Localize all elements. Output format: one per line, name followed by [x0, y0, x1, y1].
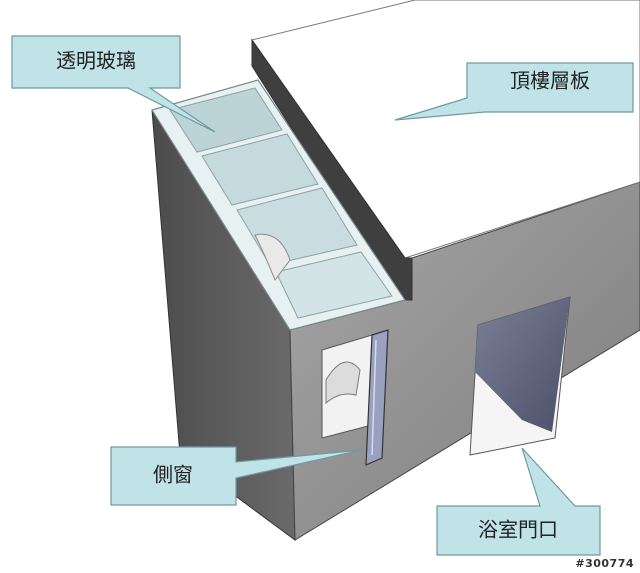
window-sash	[365, 329, 389, 466]
callout-glass: 透明玻璃	[11, 35, 216, 133]
window-interior-fixture	[325, 361, 361, 405]
callout-bathroom-door-label: 浴室門口	[478, 518, 558, 542]
callout-glass-label: 透明玻璃	[56, 49, 136, 73]
watermark-id: #300774	[575, 557, 634, 570]
glass-pane-4	[275, 251, 393, 319]
callout-roof: 頂樓層板	[394, 62, 634, 121]
interior-fixture	[254, 233, 291, 282]
roof-slab-edge	[251, 38, 413, 301]
glass-pane-1	[169, 87, 283, 153]
glass-pane-2	[201, 133, 319, 206]
callout-bathroom-door: 浴室門口	[436, 447, 601, 556]
callout-side-window-label: 側窗	[153, 463, 193, 487]
bathroom-door-shadow	[475, 297, 570, 432]
callout-roof-label: 頂樓層板	[510, 69, 590, 93]
callout-side-window: 側窗	[110, 446, 363, 506]
